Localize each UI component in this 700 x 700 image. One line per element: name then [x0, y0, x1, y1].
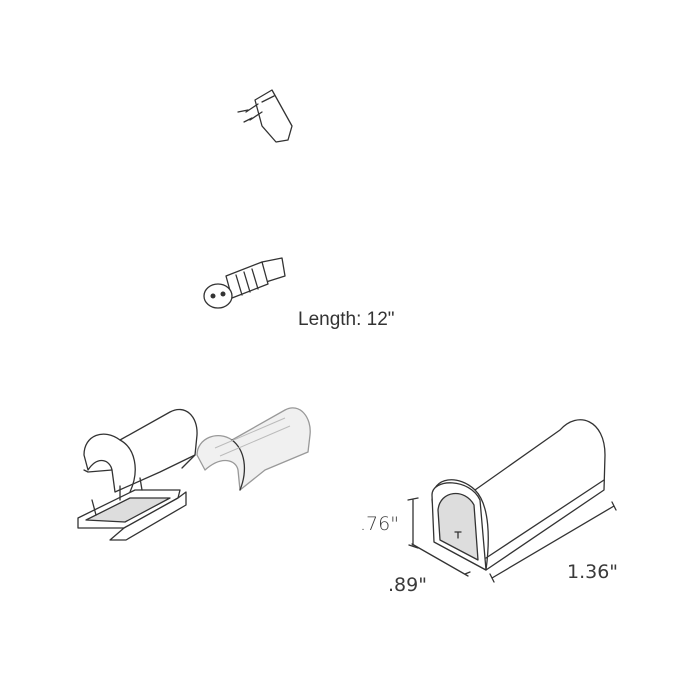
connector-icon	[203, 257, 286, 309]
width-dimension-label: 1.36"	[567, 561, 619, 583]
depth-dimension-label: .89"	[388, 574, 427, 596]
end-cap-exploded-drawing	[77, 408, 198, 541]
cord-length-label: Length: 12"	[298, 309, 395, 330]
clear-cap-drawing	[196, 407, 311, 491]
plug-icon	[237, 89, 293, 143]
power-cord-drawing	[203, 89, 495, 309]
height-dimension-label: .76"	[360, 513, 399, 535]
assembled-cap-drawing	[407, 419, 617, 583]
